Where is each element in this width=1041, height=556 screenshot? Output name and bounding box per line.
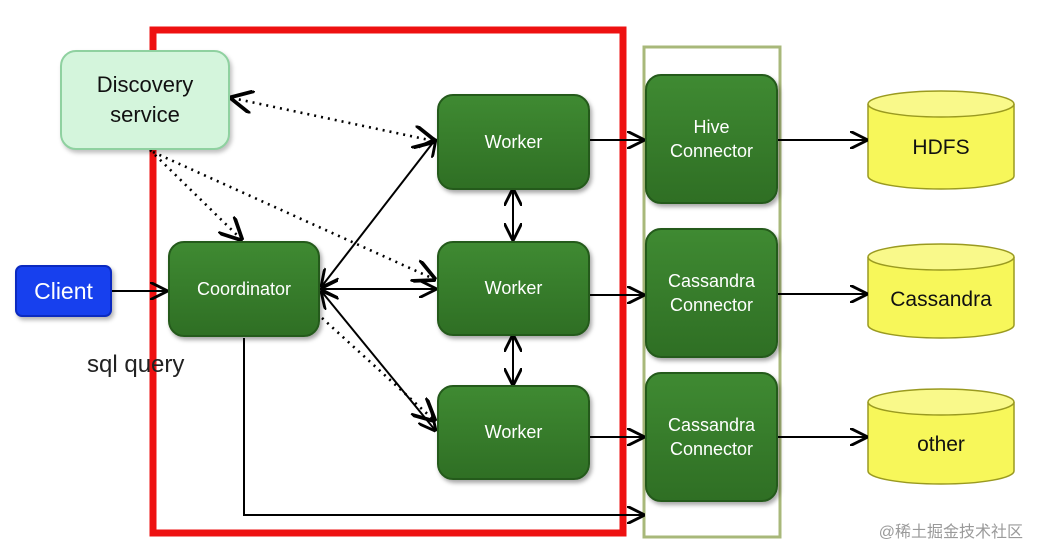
cassandra-cylinder xyxy=(867,243,1015,339)
sql-query-annotation: sql query xyxy=(87,351,185,378)
coordinator-label: Coordinator xyxy=(196,278,292,299)
discovery-service-node: Discovery service xyxy=(60,50,230,150)
client-node: Client xyxy=(15,265,112,317)
worker-label: Worker xyxy=(484,131,543,152)
worker-node: Worker xyxy=(437,241,590,336)
connector-label: Hive Connector xyxy=(669,116,754,161)
hdfs-label: HDFS xyxy=(912,136,970,159)
connector-label: Cassandra Connector xyxy=(667,414,756,459)
hdfs-cylinder xyxy=(867,90,1015,190)
other-store-label: other xyxy=(917,433,965,456)
hive-connector-node: Hive Connector xyxy=(645,74,778,204)
cassandra-connector-node: Cassandra Connector xyxy=(645,372,778,502)
data-links xyxy=(112,140,866,515)
cassandra-store-label: Cassandra xyxy=(890,288,992,311)
watermark: @稀土掘金技术社区 xyxy=(878,524,1023,541)
worker-node: Worker xyxy=(437,94,590,190)
coordinator-node: Coordinator xyxy=(168,241,320,337)
worker-node: Worker xyxy=(437,385,590,480)
cluster-highlight-frame xyxy=(149,26,627,537)
worker-label: Worker xyxy=(484,278,543,299)
other-cylinder xyxy=(867,388,1015,485)
connector-label: Cassandra Connector xyxy=(667,270,756,315)
cassandra-connector-node: Cassandra Connector xyxy=(645,228,778,358)
discovery-service-label: Discovery service xyxy=(96,72,194,127)
client-label: Client xyxy=(34,277,93,304)
worker-label: Worker xyxy=(484,422,543,443)
